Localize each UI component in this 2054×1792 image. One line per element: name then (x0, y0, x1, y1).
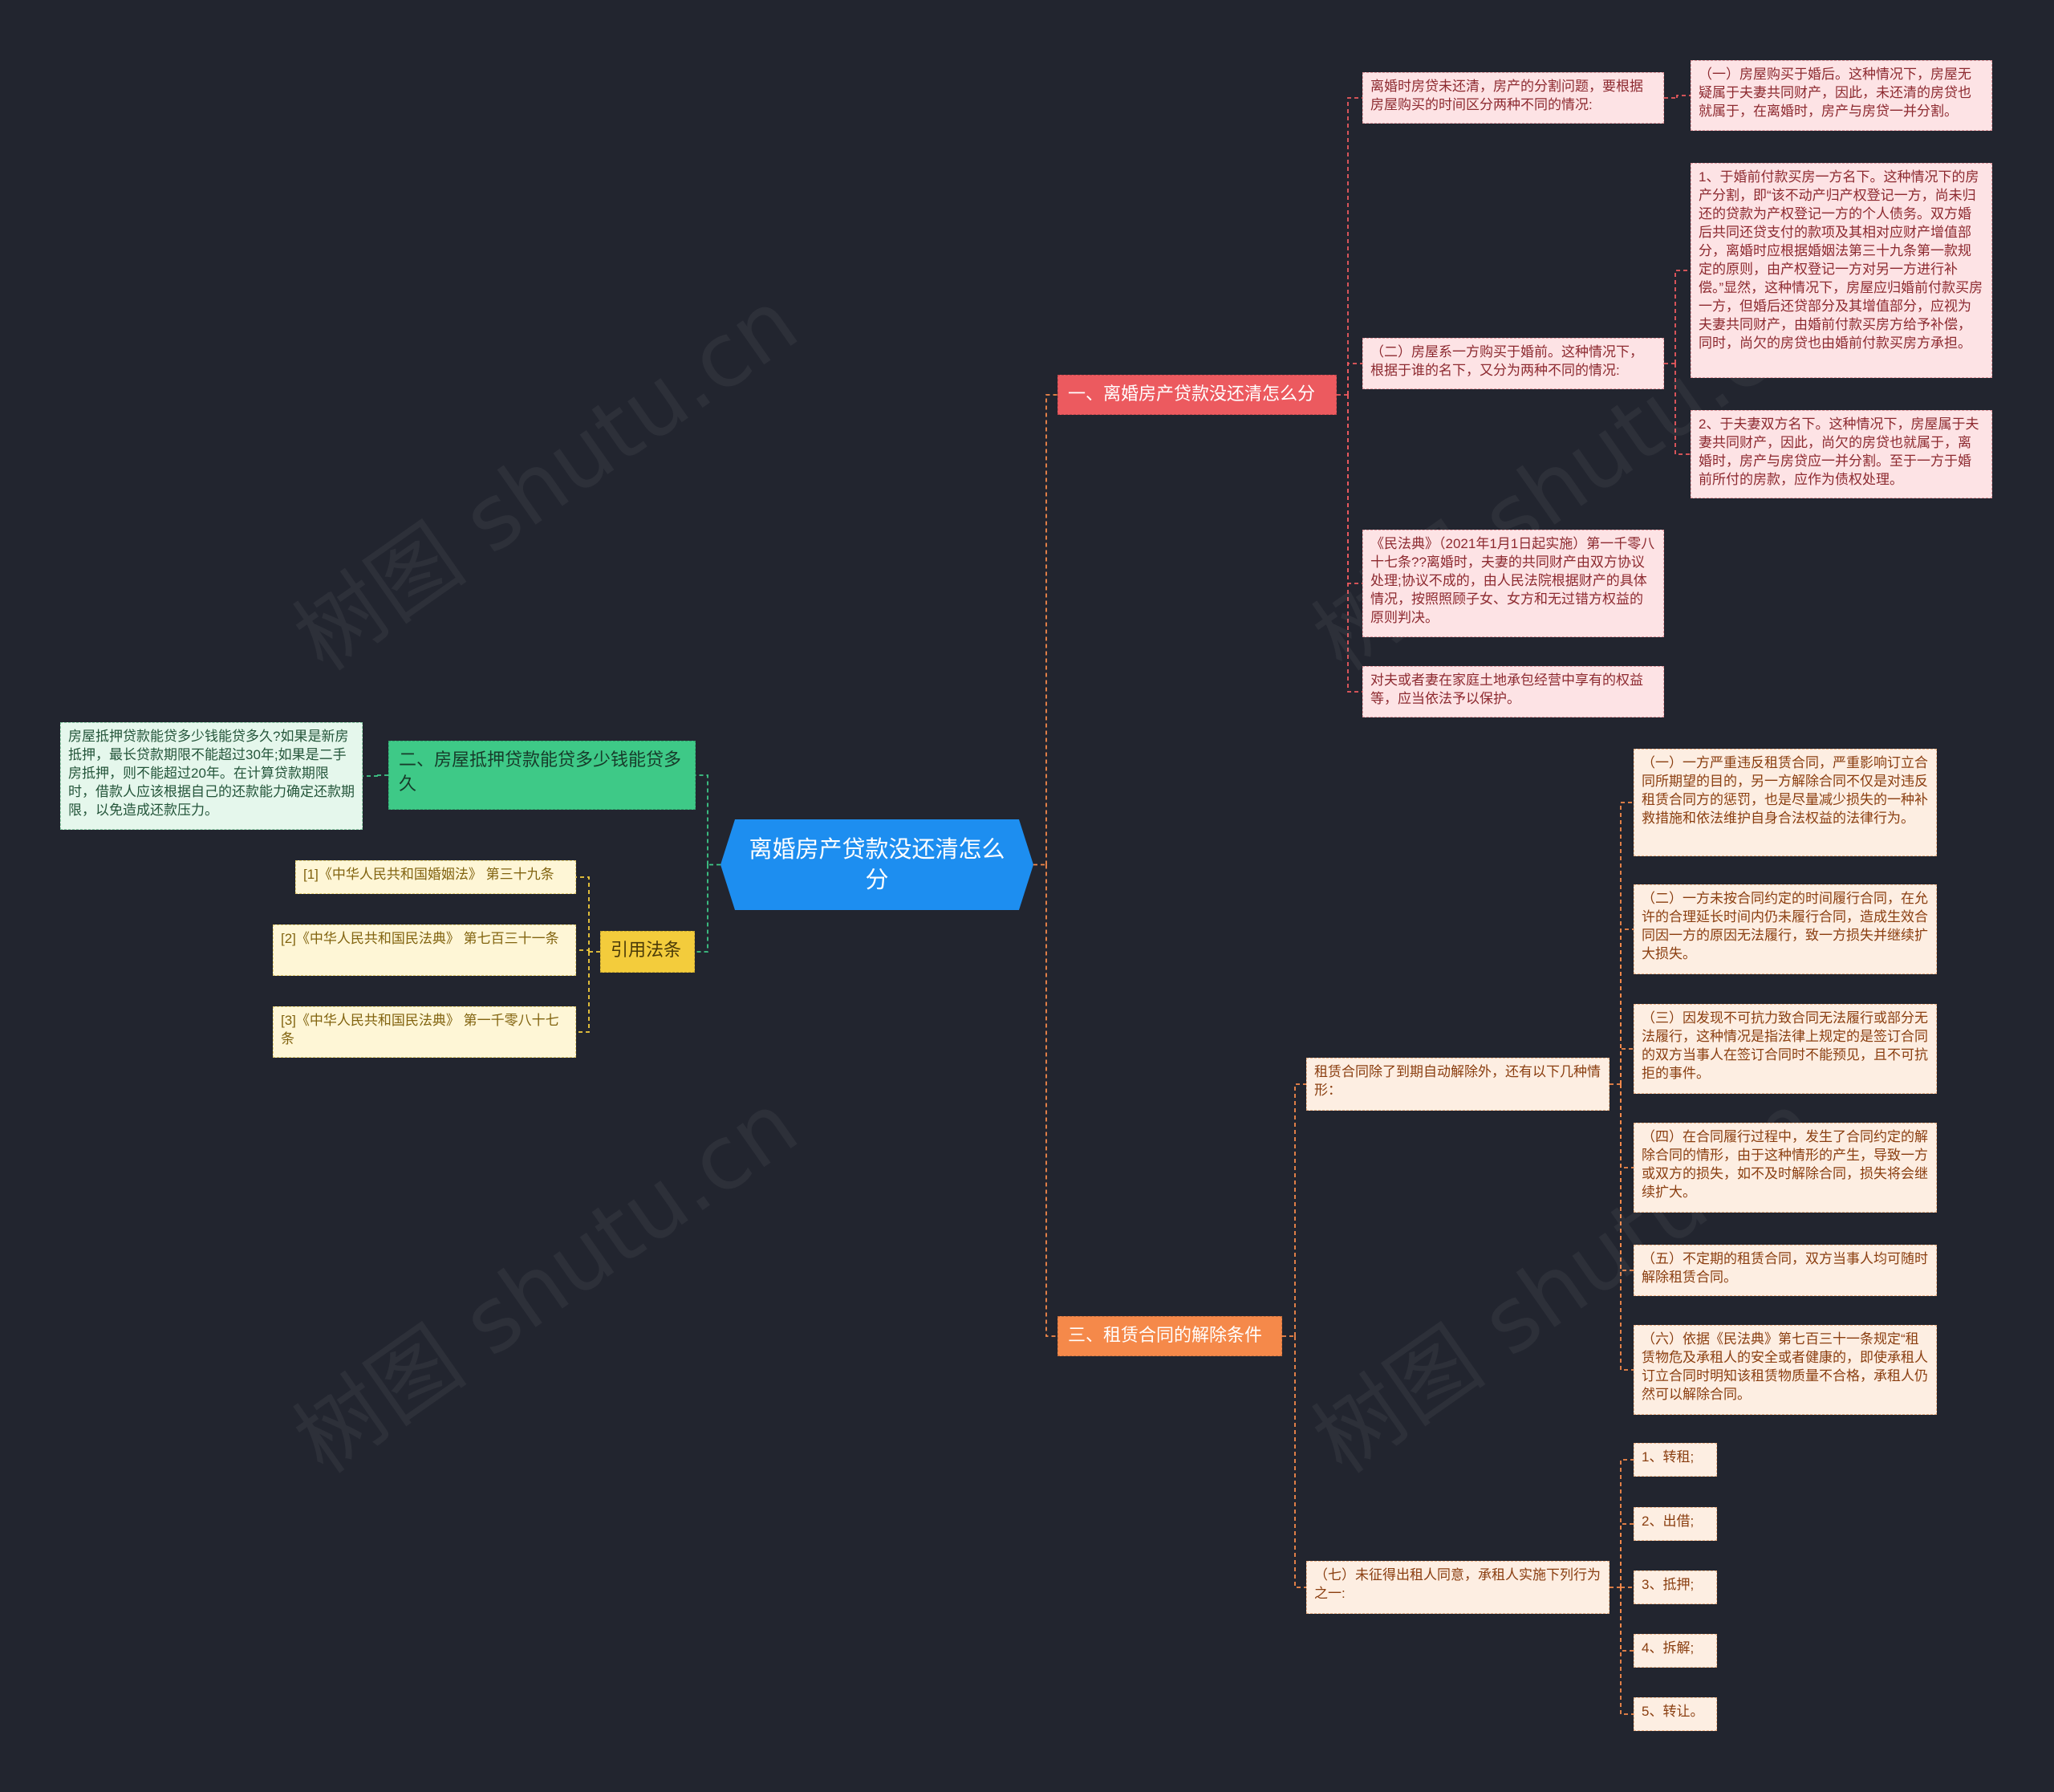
connector-line (1620, 1587, 1634, 1652)
connector-line (576, 949, 590, 952)
list-item[interactable]: 1、转租; (1634, 1443, 1717, 1477)
topic-node[interactable]: 对夫或者妻在家庭土地承包经营中享有的权益等，应当依法予以保护。 (1362, 666, 1664, 717)
connector-line (1347, 395, 1362, 584)
connector-line (1620, 1523, 1634, 1587)
topic-node[interactable]: 离婚时房贷未还清，房产的分割问题，要根据房屋购买的时间区分两种不同的情况: (1362, 72, 1664, 124)
connector-line (363, 775, 378, 777)
connector-line (1347, 97, 1362, 395)
connector-line (576, 952, 590, 1033)
connector-line (1294, 1336, 1306, 1588)
connector-line (576, 876, 590, 952)
connector-line (1620, 1048, 1634, 1084)
topic-node[interactable]: 租赁合同除了到期自动解除外，还有以下几种情形： (1306, 1058, 1610, 1111)
topic-node[interactable]: （五）不定期的租赁合同，双方当事人均可随时解除租赁合同。 (1634, 1245, 1937, 1296)
topic-node[interactable]: （七）未征得出租人同意，承租人实施下列行为之一: (1306, 1561, 1610, 1614)
list-item[interactable]: 5、转让。 (1634, 1697, 1717, 1731)
topic-node[interactable]: （四）在合同履行过程中，发生了合同约定的解除合同的情形，由于这种情形的产生，导致… (1634, 1123, 1937, 1213)
connector-line (1045, 864, 1057, 1337)
topic-node[interactable]: 房屋抵押贷款能贷多少钱能贷多久?如果是新房抵押，最长贷款期限不能超过30年;如果… (60, 722, 363, 830)
connector-line (1620, 802, 1634, 1084)
connector-line (1347, 363, 1362, 395)
connector-line (1674, 270, 1691, 364)
topic-node[interactable]: （一）房屋购买于婚后。这种情况下，房屋无疑属于夫妻共同财产，因此，未还清的房贷也… (1691, 60, 1992, 131)
connector-line (1294, 1083, 1306, 1336)
citation-item[interactable]: [3]《中华人民共和国民法典》 第一千零八十七条 (273, 1006, 576, 1058)
connector-line (1620, 1084, 1634, 1371)
topic-node[interactable]: 《民法典》（2021年1月1日起实施）第一千零八十七条??离婚时，夫妻的共同财产… (1362, 530, 1664, 637)
branch-lease-termination[interactable]: 三、租赁合同的解除条件 (1057, 1316, 1282, 1356)
topic-node[interactable]: （二）一方未按合同约定的时间履行合同，在允许的合理延长时间内仍未履行合同，造成生… (1634, 884, 1937, 974)
root-topic[interactable]: 离婚房产贷款没还清怎么分 (721, 819, 1033, 910)
topic-node[interactable]: （六）依据《民法典》第七百三十一条规定“租赁物危及承租人的安全或者健康的，即使承… (1634, 1325, 1937, 1415)
connector-line (1620, 1587, 1634, 1715)
branch-mortgage-loan-amount[interactable]: 二、房屋抵押贷款能贷多少钱能贷多久 (388, 741, 696, 810)
connector-line (1045, 394, 1057, 865)
list-item[interactable]: 2、出借; (1634, 1507, 1717, 1541)
connector-line (1620, 1084, 1634, 1168)
list-item[interactable]: 3、抵押; (1634, 1571, 1717, 1604)
connector-line (1620, 1084, 1634, 1271)
citation-item[interactable]: [1]《中华人民共和国婚姻法》 第三十九条 (295, 860, 576, 894)
connector-line (696, 774, 708, 865)
topic-node[interactable]: 1、于婚前付款买房一方名下。这种情况下的房产分割，即“该不动产归产权登记一方，尚… (1691, 163, 1992, 378)
connector-line (1620, 929, 1634, 1084)
topic-node[interactable]: （一）一方严重违反租赁合同，严重影响订立合同所期望的目的，另一方解除合同不仅是对… (1634, 749, 1937, 856)
connector-line (1676, 95, 1691, 98)
branch-citations[interactable]: 引用法条 (600, 931, 695, 973)
branch-divorce-mortgage[interactable]: 一、离婚房产贷款没还清怎么分 (1057, 375, 1337, 415)
connector-line (1674, 364, 1691, 455)
list-item[interactable]: 4、拆解; (1634, 1634, 1717, 1668)
connector-line (695, 864, 708, 953)
citation-item[interactable]: [2]《中华人民共和国民法典》 第七百三十一条 (273, 924, 576, 976)
topic-node[interactable]: （三）因发现不可抗力致合同无法履行或部分无法履行，这种情况是指法律上规定的是签订… (1634, 1004, 1937, 1094)
connector-line (1347, 395, 1362, 693)
topic-node[interactable]: 2、于夫妻双方名下。这种情况下，房屋属于夫妻共同财产，因此，尚欠的房贷也就属于，… (1691, 410, 1992, 498)
topic-node[interactable]: （二）房屋系一方购买于婚前。这种情况下，根据于谁的名下，又分为两种不同的情况: (1362, 338, 1664, 389)
